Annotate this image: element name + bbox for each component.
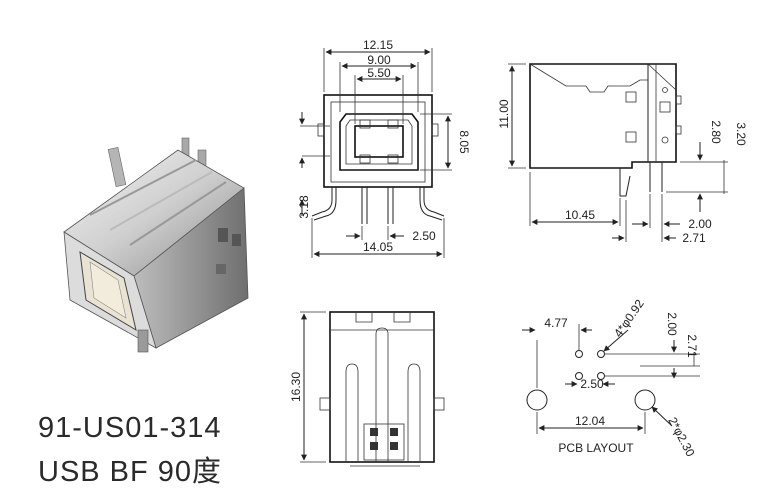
pcb-small-holes-label: 4*φ0.92 (611, 297, 647, 340)
front-height-label: 8.05 (457, 130, 471, 154)
front-view: 12.15 9.00 5.50 3.18 8.05 (297, 38, 471, 258)
side-pin-len-a-label: 2.80 (709, 120, 723, 144)
side-peg-offset-label: 2.71 (682, 231, 706, 245)
pcb-col-offset-label: 4.77 (544, 316, 568, 330)
bottom-length-label: 16.30 (289, 372, 303, 402)
side-height-label: 11.00 (497, 99, 511, 128)
pcb-row-spacing-label: 2.00 (665, 312, 679, 336)
pcb-peg-holes-label: 2*φ2.30 (665, 415, 697, 459)
connector-photo (63, 137, 249, 353)
front-foot-width-label: 14.05 (363, 240, 393, 254)
part-number: 91-US01-314 (38, 412, 222, 444)
part-description: USB BF 90度 (38, 456, 223, 488)
pcb-pin-pitch-label: 2.50 (580, 377, 604, 391)
side-pin-spacing-label: 2.00 (688, 217, 712, 231)
front-pin-offset-label: 3.18 (297, 195, 311, 219)
pcb-layout: 4.77 4*φ0.92 2.00 2.71 2.50 12.04 (522, 297, 700, 459)
front-pin-pitch-label: 2.50 (412, 229, 436, 243)
pcb-layout-title: PCB LAYOUT (558, 441, 634, 455)
pcb-peg-pitch-label: 12.04 (575, 414, 605, 428)
side-depth-label: 10.45 (565, 208, 595, 222)
front-overall-width-label: 12.15 (363, 38, 393, 52)
front-socket-width-label: 5.50 (367, 66, 391, 80)
side-view: 11.00 2.80 3.20 10.45 2.00 2.71 (497, 63, 748, 245)
side-pin-len-b-label: 3.20 (734, 122, 748, 146)
front-inner-width-label: 9.00 (367, 53, 391, 67)
pcb-row-offset-label: 2.71 (685, 334, 699, 358)
bottom-view: 16.30 (289, 311, 445, 467)
